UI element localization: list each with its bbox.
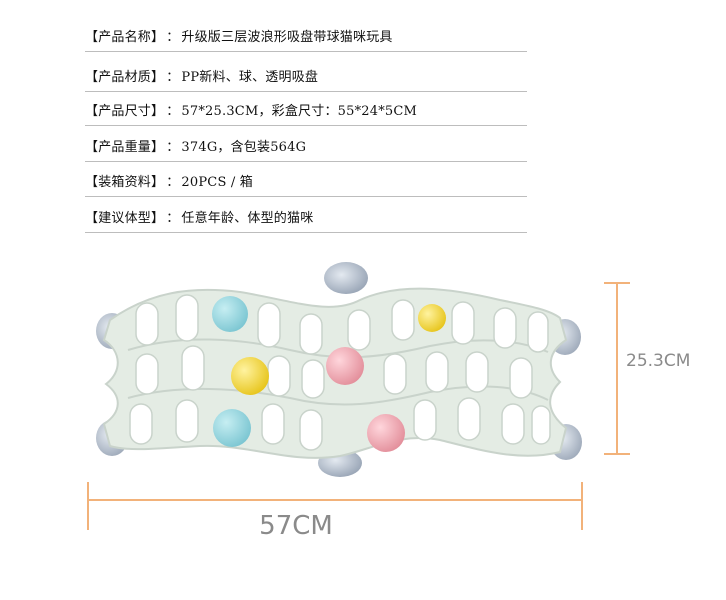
spec-row-weight: 【产品重量】 ： 374G，含包装564G [85,134,527,162]
spec-row-suitable: 【建议体型】 ： 任意年龄、体型的猫咪 [85,205,527,233]
ball-pink [367,414,405,452]
spec-separator: ： [166,70,180,85]
ball-blue [213,409,251,447]
spec-value: 374G，含包装564G [181,140,307,155]
spec-value: PP新料、球、透明吸盘 [181,70,319,85]
spec-label: 【产品材质】 [85,70,165,85]
spec-separator: ： [166,175,180,190]
spec-label: 【产品名称】 [85,30,165,45]
balls [212,296,446,452]
spec-separator: ： [166,140,180,155]
width-label: 57CM [259,511,333,541]
spec-row-size: 【产品尺寸】 ： 57*25.3CM，彩盒尺寸：55*24*5CM [85,98,527,126]
spec-row-packing: 【装箱资料】 ： 20PCS / 箱 [85,169,527,197]
spec-row-name: 【产品名称】 ： 升级版三层波浪形吸盘带球猫咪玩具 [85,24,527,52]
spec-separator: ： [166,211,180,226]
ball-yellow [231,357,269,395]
suction-cup-top [324,262,368,294]
spec-value: 任意年龄、体型的猫咪 [181,211,314,226]
spec-label: 【装箱资料】 [85,175,165,190]
spec-label: 【建议体型】 [85,211,165,226]
spec-label: 【产品尺寸】 [85,104,165,119]
ball-yellow [418,304,446,332]
ball-pink [326,347,364,385]
ball-blue [212,296,248,332]
spec-value: 20PCS / 箱 [181,175,253,190]
height-label: 25.3CM [626,351,690,371]
spec-label: 【产品重量】 [85,140,165,155]
spec-row-material: 【产品材质】 ： PP新料、球、透明吸盘 [85,64,527,92]
spec-value: 升级版三层波浪形吸盘带球猫咪玩具 [181,30,393,45]
width-dimension: 57CM [87,482,583,541]
height-dimension: 25.3CM [604,282,690,455]
spec-separator: ： [166,104,180,119]
spec-separator: ： [166,30,180,45]
spec-value: 57*25.3CM，彩盒尺寸：55*24*5CM [181,104,418,119]
